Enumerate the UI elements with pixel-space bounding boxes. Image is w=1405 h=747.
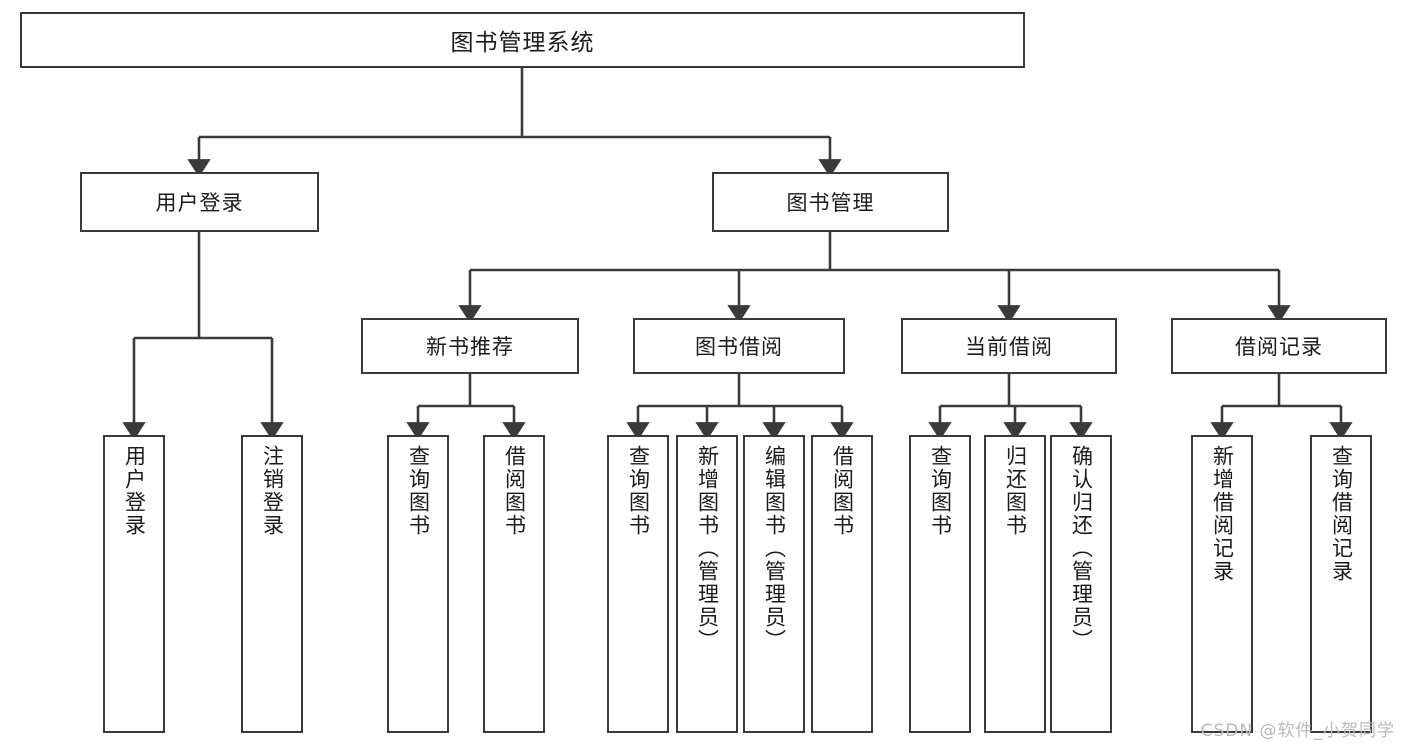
node-label: 查询图书 — [626, 445, 651, 537]
node-label: 借阅图书 — [502, 445, 527, 537]
node-leaf-2-查询图书[interactable]: 查询图书 — [387, 435, 449, 733]
node-leaf-8-查询图书[interactable]: 查询图书 — [909, 435, 971, 733]
node-label: 查询图书 — [928, 445, 953, 537]
node-l2-新书推荐[interactable]: 新书推荐 — [361, 318, 579, 374]
node-l1-图书管理[interactable]: 图书管理 — [712, 172, 949, 232]
node-l2-图书借阅[interactable]: 图书借阅 — [633, 318, 845, 374]
node-label: 查询借阅记录 — [1329, 445, 1354, 583]
node-label: 图书管理 — [786, 191, 875, 215]
node-leaf-6-编辑图书（管理员）[interactable]: 编辑图书（管理员） — [743, 435, 805, 733]
node-leaf-11-新增借阅记录[interactable]: 新增借阅记录 — [1191, 435, 1253, 733]
node-label: 借阅记录 — [1235, 335, 1323, 359]
node-leaf-10-确认归还（管理员）[interactable]: 确认归还（管理员） — [1050, 435, 1112, 733]
node-label: 新增借阅记录 — [1210, 445, 1235, 583]
node-label: 编辑图书（管理员） — [762, 445, 787, 652]
node-root-图书管理系统[interactable]: 图书管理系统 — [20, 12, 1025, 68]
node-l2-当前借阅[interactable]: 当前借阅 — [901, 318, 1117, 374]
node-l1-用户登录[interactable]: 用户登录 — [80, 172, 319, 232]
node-leaf-4-查询图书[interactable]: 查询图书 — [607, 435, 669, 733]
node-label: 用户登录 — [155, 191, 244, 215]
node-label: 图书管理系统 — [450, 30, 595, 56]
node-label: 归还图书 — [1003, 445, 1028, 537]
node-label: 新增图书（管理员） — [695, 445, 720, 652]
node-leaf-3-借阅图书[interactable]: 借阅图书 — [483, 435, 545, 733]
node-label: 当前借阅 — [965, 335, 1053, 359]
node-label: 用户登录 — [122, 445, 147, 537]
node-leaf-1-注销登录[interactable]: 注销登录 — [241, 435, 303, 733]
node-l2-借阅记录[interactable]: 借阅记录 — [1171, 318, 1387, 374]
node-leaf-12-查询借阅记录[interactable]: 查询借阅记录 — [1310, 435, 1372, 733]
node-label: 图书借阅 — [695, 335, 783, 359]
node-leaf-5-新增图书（管理员）[interactable]: 新增图书（管理员） — [676, 435, 738, 733]
node-leaf-7-借阅图书[interactable]: 借阅图书 — [811, 435, 873, 733]
node-leaf-9-归还图书[interactable]: 归还图书 — [984, 435, 1046, 733]
node-label: 查询图书 — [406, 445, 431, 537]
node-label: 新书推荐 — [426, 335, 514, 359]
node-leaf-0-用户登录[interactable]: 用户登录 — [103, 435, 165, 733]
node-label: 借阅图书 — [830, 445, 855, 537]
node-label: 注销登录 — [260, 445, 285, 537]
node-label: 确认归还（管理员） — [1069, 445, 1094, 652]
